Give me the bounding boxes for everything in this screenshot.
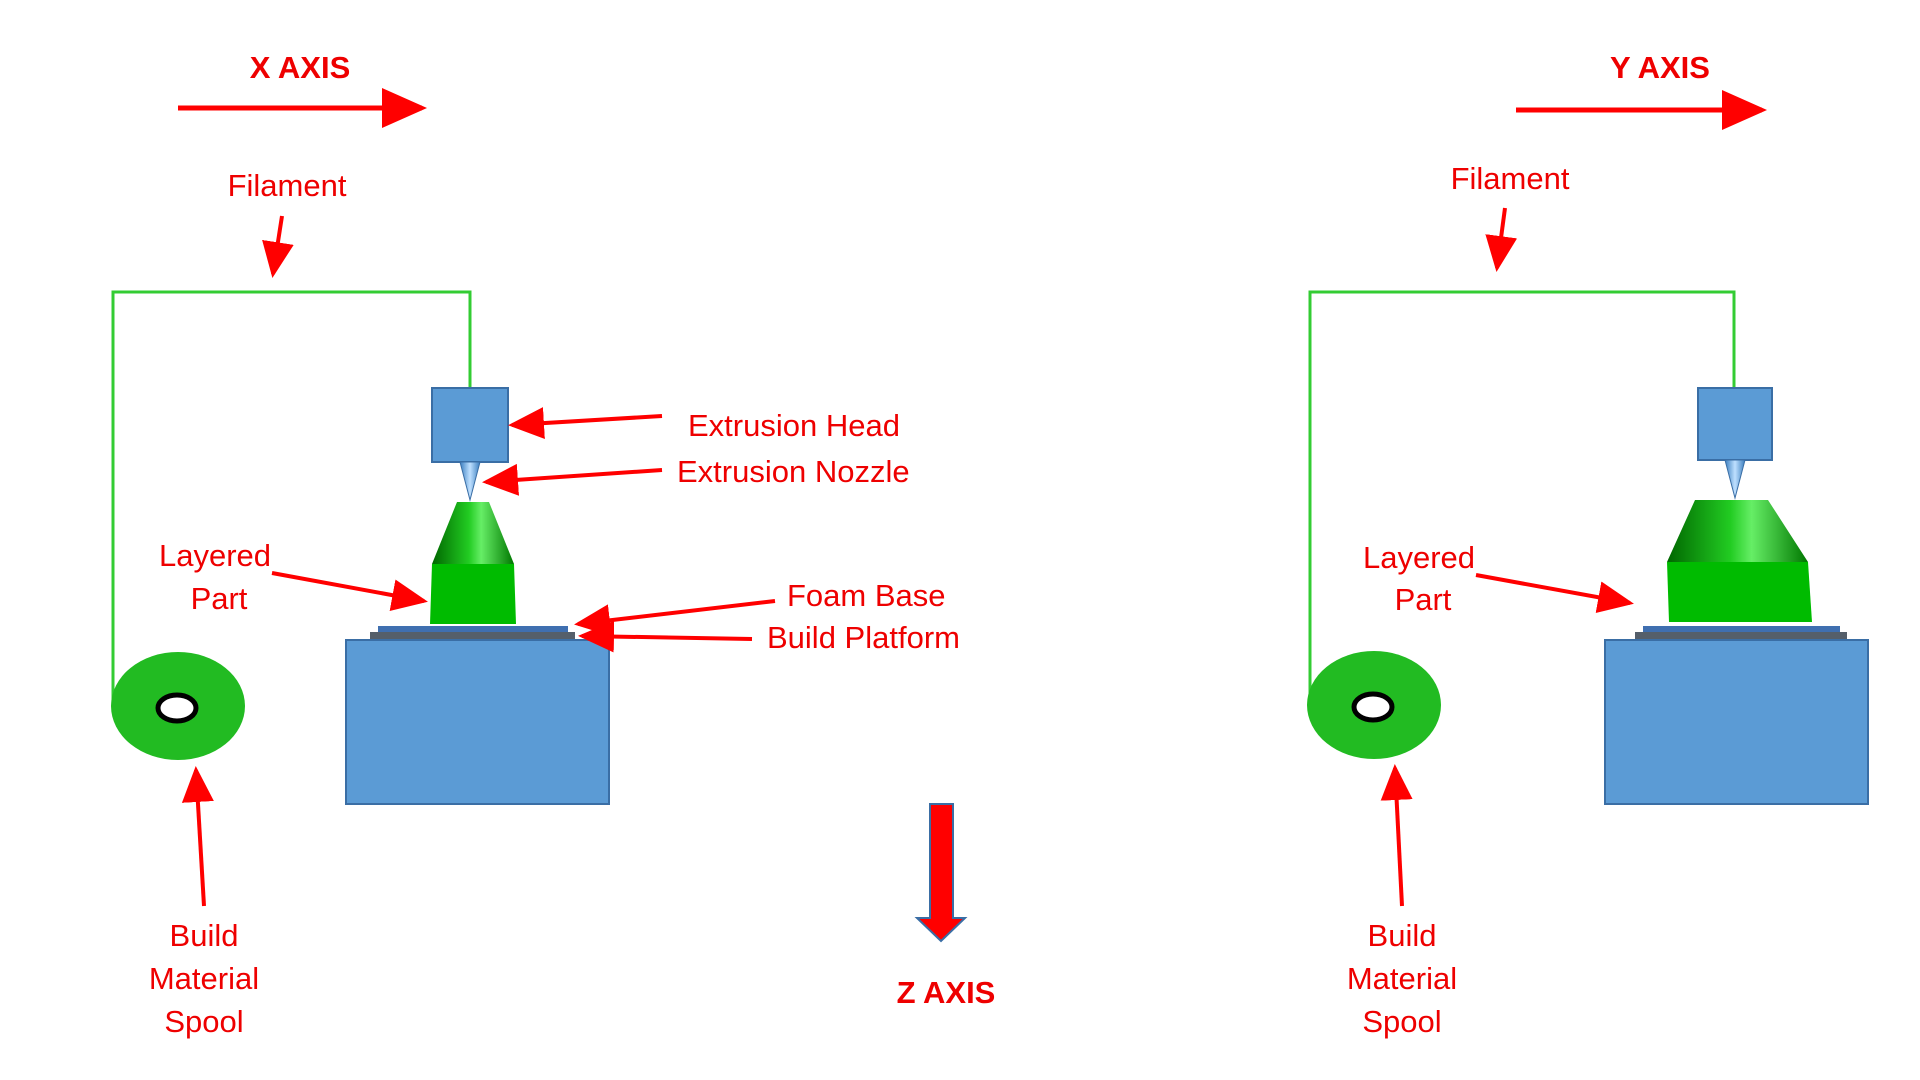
layered-part-label-line1-right: Layered <box>1363 540 1475 575</box>
spool-hub-right <box>1351 691 1395 723</box>
z-axis-group: Z AXIS <box>897 803 996 1010</box>
extrusion-head-pointer-arrow <box>508 407 663 440</box>
extrusion-nozzle-label: Extrusion Nozzle <box>677 454 910 489</box>
extrusion-nozzle-pointer-arrow <box>482 463 663 496</box>
layered-part-label-line2: Part <box>191 581 248 616</box>
spool-label-line1-right: Build <box>1368 918 1437 953</box>
x-axis-label: X AXIS <box>250 50 351 85</box>
y-axis-label: Y AXIS <box>1610 50 1710 85</box>
build-platform <box>370 632 575 639</box>
layered-part-pointer-arrow <box>271 571 428 611</box>
layered-part-label-line2-right: Part <box>1395 582 1452 617</box>
extrusion-head-label: Extrusion Head <box>688 408 900 443</box>
filament-pointer-arrow-right <box>1485 207 1518 272</box>
build-platform-right <box>1635 632 1847 639</box>
spool-pointer-arrow-right <box>1380 764 1413 907</box>
left-view: X AXIS Filament Extrusion Head Extrusion… <box>111 50 960 1039</box>
spool-pointer-arrow <box>181 766 214 907</box>
filament-label: Filament <box>228 168 347 203</box>
extrusion-head-right <box>1697 387 1773 461</box>
layered-part-body <box>430 564 516 624</box>
build-platform-pointer-arrow <box>578 620 753 653</box>
spool-label-line2-right: Material <box>1347 961 1457 996</box>
filament-line-right <box>1308 290 1736 700</box>
spool-hub <box>155 692 199 724</box>
spool-label-line2: Material <box>149 961 259 996</box>
foam-base <box>378 626 568 632</box>
right-view: Y AXIS Filament Layered Part Build Mater… <box>1307 50 1869 1039</box>
foam-base-right <box>1643 626 1840 632</box>
printer-base <box>345 639 610 805</box>
foam-base-pointer-arrow <box>574 599 776 637</box>
layered-part-label-line1: Layered <box>159 538 271 573</box>
spool-label-line3: Spool <box>164 1004 243 1039</box>
extrusion-nozzle <box>459 461 481 502</box>
layered-part-pointer-arrow-right <box>1475 573 1634 614</box>
z-axis-label: Z AXIS <box>897 975 996 1010</box>
build-platform-label: Build Platform <box>767 620 960 655</box>
extrusion-nozzle-right <box>1724 459 1746 500</box>
filament-label-right: Filament <box>1451 161 1570 196</box>
filament-pointer-arrow <box>262 215 294 278</box>
layered-part-cone <box>432 502 514 564</box>
extrusion-head <box>431 387 509 463</box>
spool-label-line1: Build <box>170 918 239 953</box>
foam-base-label: Foam Base <box>787 578 946 613</box>
layered-part-body-right <box>1667 562 1812 622</box>
spool-label-line3-right: Spool <box>1362 1004 1441 1039</box>
layered-part-cone-right <box>1667 500 1808 562</box>
filament-line <box>111 290 472 700</box>
printer-base-right <box>1604 639 1869 805</box>
z-axis-arrow <box>914 803 968 943</box>
